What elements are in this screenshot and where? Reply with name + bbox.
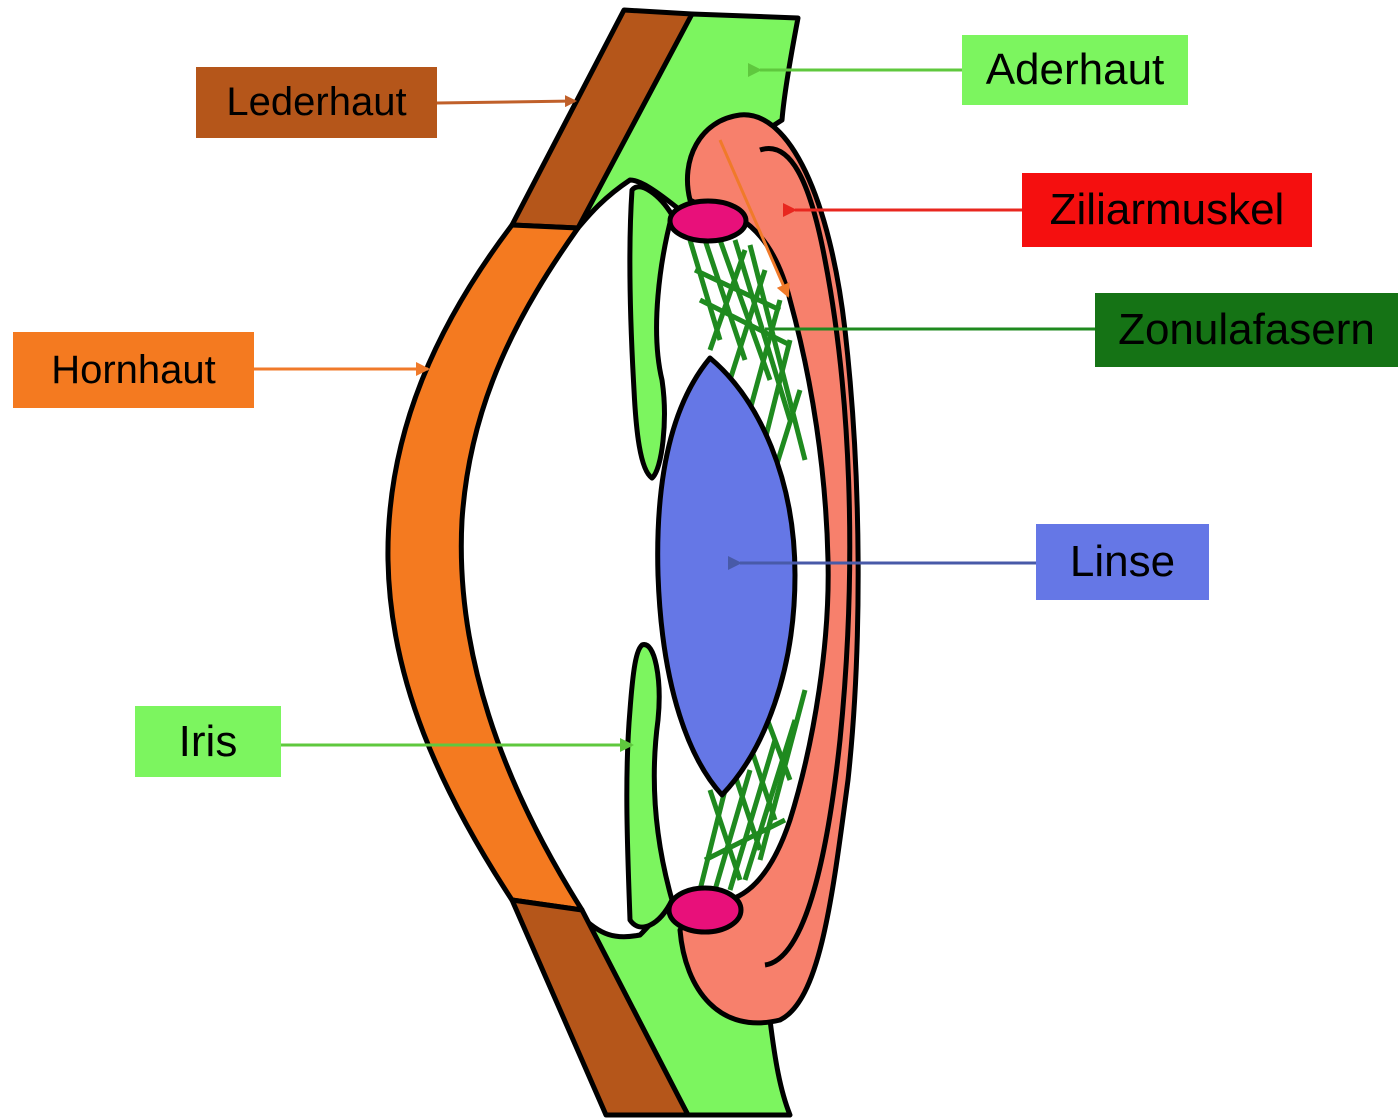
zonulafasern-label: Zonulafasern (1095, 293, 1398, 367)
ziliar-ansatz-oben (670, 201, 746, 241)
linse-label: Linse (1036, 524, 1209, 600)
lederhaut-arrow (437, 101, 575, 103)
hornhaut-shape (388, 225, 582, 910)
ziliarmuskel-label: Ziliarmuskel (1022, 173, 1312, 247)
hornhaut-label: Hornhaut (13, 332, 254, 408)
aderhaut-label: Aderhaut (962, 35, 1188, 105)
iris-label: Iris (135, 706, 281, 777)
ziliar-ansatz-unten (669, 888, 741, 932)
iris-upper-shape (630, 187, 672, 478)
lederhaut-label: Lederhaut (196, 67, 437, 138)
iris-lower-shape (627, 645, 672, 927)
linse-shape (658, 358, 795, 795)
